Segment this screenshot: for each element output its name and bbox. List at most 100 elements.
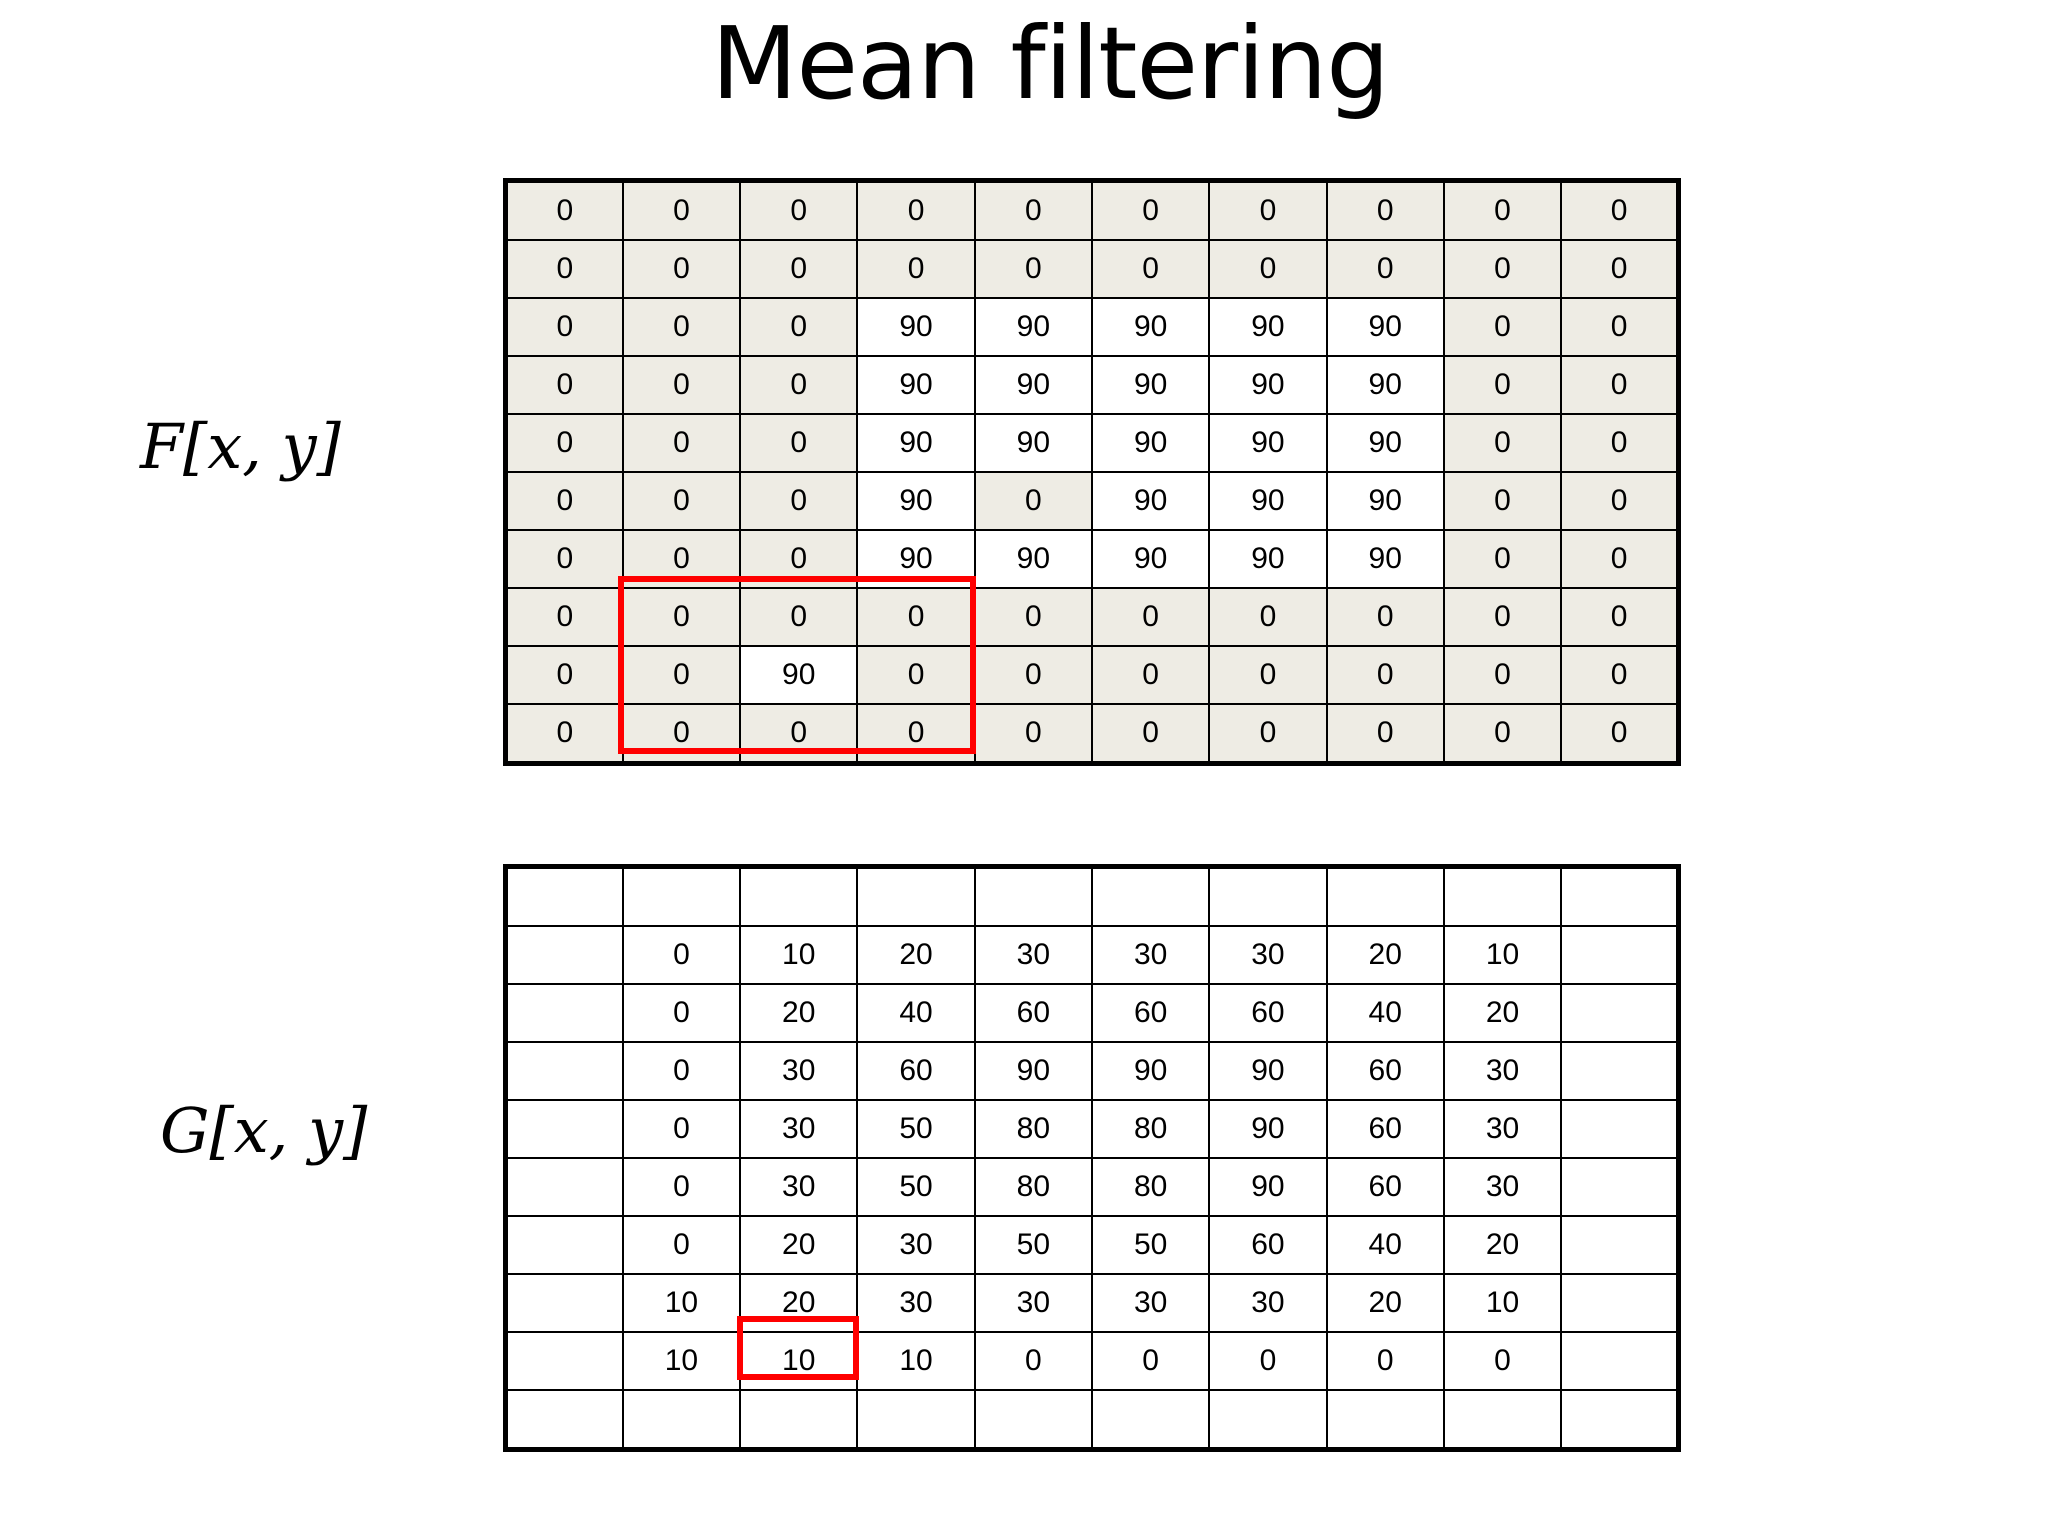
output-grid-cell: 40 — [1325, 983, 1445, 1043]
output-grid-cell: 0 — [621, 1157, 742, 1217]
input-grid-cell: 0 — [1325, 703, 1445, 765]
output-grid-cell — [504, 1273, 624, 1333]
output-grid-cell: 80 — [1090, 1099, 1211, 1159]
input-grid-cell: 90 — [973, 413, 1093, 473]
output-grid-cell — [504, 1331, 624, 1391]
input-grid-cell: 0 — [621, 413, 742, 473]
input-grid-cell: 0 — [621, 239, 742, 299]
output-grid-cell: 80 — [973, 1157, 1093, 1217]
output-grid-cell: 50 — [1090, 1215, 1211, 1275]
output-grid-cell — [1208, 1389, 1328, 1451]
input-grid-cell: 0 — [1442, 239, 1563, 299]
input-grid-cell: 0 — [1560, 471, 1680, 531]
input-grid-cell: 0 — [973, 645, 1093, 705]
input-grid-cell: 90 — [1325, 355, 1445, 415]
input-grid-cell: 90 — [1208, 355, 1328, 415]
output-grid-cell: 10 — [856, 1331, 976, 1391]
output-grid-cell — [504, 1389, 624, 1451]
output-grid-cell: 50 — [973, 1215, 1093, 1275]
input-grid-cell: 90 — [739, 645, 859, 705]
input-grid-cell: 0 — [1560, 529, 1680, 589]
output-grid-cell — [504, 1099, 624, 1159]
input-grid-cell: 90 — [1090, 529, 1211, 589]
input-grid-cell: 0 — [1090, 239, 1211, 299]
input-grid-cell: 0 — [1560, 645, 1680, 705]
output-grid-cell: 30 — [856, 1273, 976, 1333]
output-grid-cell: 20 — [1325, 1273, 1445, 1333]
output-grid-cell — [1560, 1041, 1680, 1101]
output-grid-cell — [621, 1389, 742, 1451]
output-grid-cell: 0 — [621, 1041, 742, 1101]
input-grid-cell: 0 — [973, 179, 1093, 241]
output-grid-cell — [504, 1215, 624, 1275]
output-grid-cell: 30 — [1090, 1273, 1211, 1333]
input-grid-cell: 0 — [973, 239, 1093, 299]
output-grid-cell: 80 — [1090, 1157, 1211, 1217]
input-grid-cell: 90 — [1208, 529, 1328, 589]
output-grid-cell: 90 — [1090, 1041, 1211, 1101]
output-grid-cell: 20 — [1442, 983, 1563, 1043]
output-grid-cell: 30 — [739, 1099, 859, 1159]
output-grid-cell: 20 — [739, 983, 859, 1043]
output-grid-cell: 40 — [1325, 1215, 1445, 1275]
output-grid-cell: 30 — [856, 1215, 976, 1275]
output-grid-cell: 20 — [739, 1215, 859, 1275]
output-grid-cell: 30 — [739, 1041, 859, 1101]
output-grid-cell: 30 — [1208, 925, 1328, 985]
input-grid-cell: 90 — [1090, 297, 1211, 357]
input-grid-cell: 0 — [739, 471, 859, 531]
output-grid-cell: 0 — [1442, 1331, 1563, 1391]
input-grid-cell: 0 — [1325, 239, 1445, 299]
input-grid-cell: 90 — [856, 529, 976, 589]
output-grid-cell: 60 — [1208, 983, 1328, 1043]
input-grid-cell: 90 — [1208, 471, 1328, 531]
input-grid-cell: 0 — [504, 297, 624, 357]
input-grid-cell: 0 — [504, 587, 624, 647]
input-grid-cell: 0 — [621, 297, 742, 357]
input-grid-cell: 90 — [1325, 529, 1445, 589]
input-grid-cell: 0 — [973, 703, 1093, 765]
output-grid-cell — [1208, 865, 1328, 927]
input-grid-cell: 90 — [856, 471, 976, 531]
input-grid-cell: 90 — [1208, 413, 1328, 473]
input-grid-cell: 0 — [1208, 179, 1328, 241]
output-grid-cell: 10 — [621, 1331, 742, 1391]
output-grid-cell: 60 — [1208, 1215, 1328, 1275]
input-grid-cell: 0 — [856, 645, 976, 705]
input-grid-cell: 0 — [1442, 179, 1563, 241]
output-grid-cell: 20 — [739, 1273, 859, 1333]
input-grid-cell: 0 — [856, 703, 976, 765]
input-grid-cell: 0 — [621, 703, 742, 765]
output-grid-cell: 20 — [1442, 1215, 1563, 1275]
input-grid-cell: 0 — [621, 471, 742, 531]
input-grid-cell: 0 — [1560, 587, 1680, 647]
input-grid-cell: 0 — [504, 529, 624, 589]
output-grid-cell: 0 — [621, 1099, 742, 1159]
input-grid-cell: 0 — [1090, 587, 1211, 647]
input-grid-cell: 0 — [1325, 645, 1445, 705]
input-grid-cell: 0 — [739, 239, 859, 299]
output-grid-cell — [504, 865, 624, 927]
input-grid-cell: 90 — [856, 297, 976, 357]
input-grid-cell: 0 — [739, 703, 859, 765]
output-grid-cell — [1560, 1099, 1680, 1159]
input-grid-cell: 0 — [504, 239, 624, 299]
output-grid-cell: 90 — [973, 1041, 1093, 1101]
input-grid-cell: 0 — [973, 587, 1093, 647]
input-grid-cell: 0 — [1560, 703, 1680, 765]
input-grid-cell: 0 — [504, 703, 624, 765]
input-grid-cell: 0 — [621, 529, 742, 589]
output-grid-cell: 90 — [1208, 1041, 1328, 1101]
input-grid-cell: 0 — [739, 529, 859, 589]
input-grid-cell: 0 — [739, 587, 859, 647]
output-grid-cell: 30 — [973, 1273, 1093, 1333]
input-grid-cell: 0 — [1560, 297, 1680, 357]
output-grid-cell — [1090, 865, 1211, 927]
output-grid-cell: 30 — [973, 925, 1093, 985]
input-grid-cell: 90 — [1325, 471, 1445, 531]
input-grid-cell: 0 — [1560, 239, 1680, 299]
